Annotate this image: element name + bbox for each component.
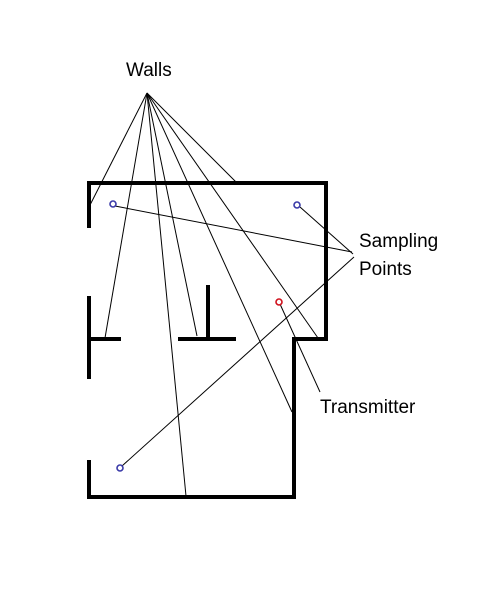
sampling-points: [109, 200, 301, 472]
walls-leader-right-wall: [146, 92, 319, 339]
sampling-point-bottom-left: [116, 464, 124, 472]
transmitter-leader-line: [279, 303, 321, 393]
sampling-points-label-line1: Sampling: [359, 231, 439, 252]
walls-leader-stub-wall: [104, 92, 148, 339]
wall-top-left-segment: [87, 181, 328, 499]
sampling-point-top-left: [109, 200, 117, 208]
sampling-leader-3: [121, 256, 355, 467]
walls-leader-top-wall: [146, 92, 237, 183]
sampling-leader-1: [114, 205, 353, 253]
walls: [87, 181, 328, 499]
walls-leader-bottom-wall: [146, 92, 187, 497]
sampling-points-label-line2: Points: [359, 259, 412, 280]
walls-leader-left-wall: [88, 92, 148, 208]
sampling-point-top-right: [293, 201, 301, 209]
walls-label: Walls: [126, 60, 172, 81]
sampling-leader-lines: [114, 205, 355, 467]
transmitter-point: [275, 298, 283, 306]
walls-leader-inner-wall: [146, 92, 293, 413]
transmitter-label: Transmitter: [320, 397, 416, 418]
walls-leader-lines: [88, 92, 319, 497]
walls-leader-t-wall: [146, 92, 198, 337]
